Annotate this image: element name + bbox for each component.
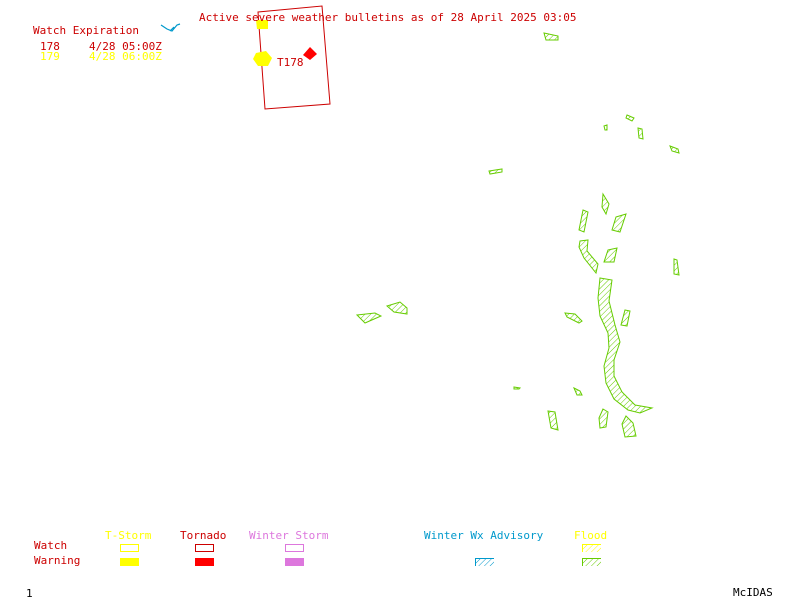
flood-warning-polygon[interactable] (578, 209, 589, 233)
legend-watch-swatch-tstorm (120, 544, 139, 552)
flood-warning-polygon[interactable] (547, 410, 559, 431)
brand-label: McIDAS (733, 586, 773, 599)
legend-watch-swatch-flood (582, 544, 601, 552)
legend-label-winter-wx-advisory: Winter Wx Advisory (424, 529, 544, 542)
flood-warning-polygon[interactable] (673, 258, 680, 276)
watch-expiration-time: 4/28 06:00Z (89, 50, 162, 63)
flood-warning-polygon[interactable] (578, 239, 599, 275)
flood-warning-polygon[interactable] (601, 192, 610, 216)
flood-warning-polygons (355, 32, 680, 438)
flood-warning-polygon[interactable] (621, 415, 637, 438)
flood-warning-polygon[interactable] (598, 408, 609, 429)
winter-wx-advisory-polygon[interactable] (160, 23, 181, 32)
flood-warning-polygon[interactable] (637, 127, 644, 140)
flood-warning-polygon[interactable] (597, 277, 654, 414)
flood-warning-polygon[interactable] (669, 145, 680, 154)
page-number: 1 (26, 587, 33, 600)
tornado-warning-polygon[interactable] (303, 47, 317, 60)
watch-expiration-heading: Watch Expiration (33, 24, 139, 37)
legend-warning-swatch-tornado (195, 558, 214, 566)
flood-warning-polygon[interactable] (573, 386, 583, 396)
flood-warning-polygon[interactable] (603, 124, 608, 131)
tornado-watch-box-178[interactable] (257, 5, 331, 110)
legend-warning-swatch-winter-storm (285, 558, 304, 566)
legend-watch-swatch-winter-storm (285, 544, 304, 552)
legend-warning-swatch-winter-wx (475, 558, 494, 566)
flood-warning-polygon[interactable] (603, 247, 618, 263)
legend-watch-swatch-tornado (195, 544, 214, 552)
watch-number: 179 (40, 50, 60, 63)
bulletin-title: Active severe weather bulletins as of 28… (199, 11, 577, 24)
flood-warning-polygon[interactable] (564, 312, 583, 324)
legend-warning-swatch-flood (582, 558, 601, 566)
flood-warning-polygon[interactable] (620, 309, 631, 327)
flood-warning-polygon[interactable] (625, 114, 635, 122)
legend-label-tornado: Tornado (180, 529, 227, 542)
flood-warning-polygon[interactable] (513, 386, 522, 390)
legend-label-winter-storm: Winter Storm (249, 529, 329, 542)
legend-row-label-watch: Watch (34, 539, 68, 552)
tstorm-warning-polygon[interactable] (253, 51, 272, 66)
legend-label-tstorm: T-Storm (105, 529, 152, 542)
flood-warning-polygon[interactable] (385, 301, 408, 315)
flood-warning-polygon[interactable] (611, 213, 627, 233)
flood-warning-polygon[interactable] (543, 32, 559, 41)
legend-row-label-warning: Warning (34, 554, 81, 567)
legend-label-flood: Flood (574, 529, 608, 542)
tstorm-warning-polygon[interactable] (256, 20, 268, 29)
watch-expiration-time: 4/28 05:00Z (89, 40, 162, 53)
watch-number: 178 (40, 40, 60, 53)
watch-box-label: T178 (277, 56, 304, 69)
legend-warning-swatch-tstorm (120, 558, 139, 566)
flood-warning-polygon[interactable] (488, 168, 503, 175)
flood-warning-polygon[interactable] (355, 312, 383, 324)
